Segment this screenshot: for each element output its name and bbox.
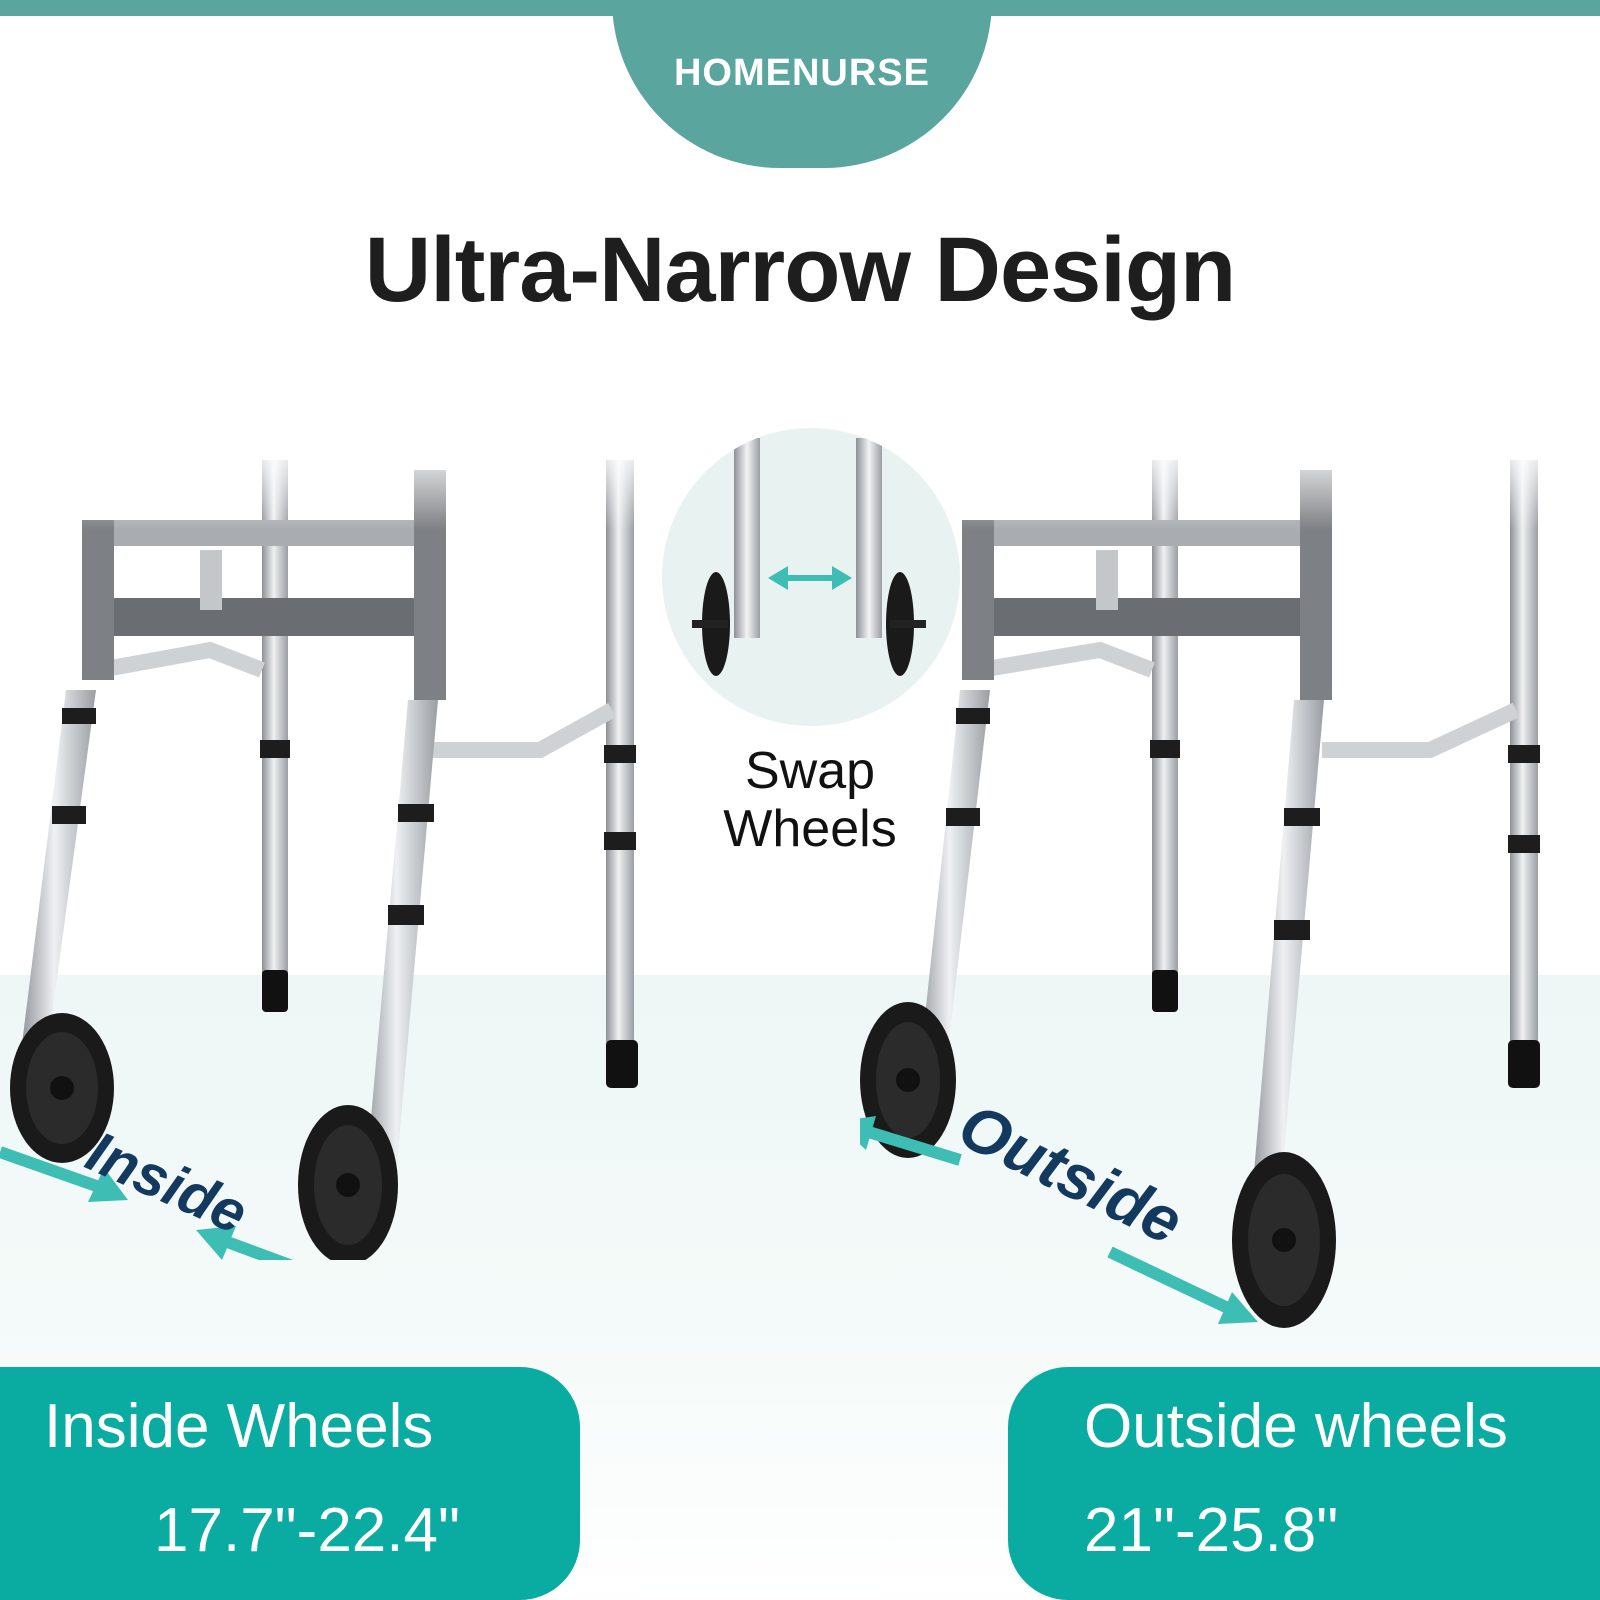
inside-wheels-spec-card: Inside Wheels 17.7"-22.4"	[0, 1367, 580, 1600]
outside-wheels-title: Outside wheels	[1084, 1392, 1508, 1461]
direction-arrow-icon	[0, 1146, 294, 1260]
swap-wheels-illustration	[692, 438, 926, 676]
inside-wheels-width-range: 17.7"-22.4"	[154, 1496, 461, 1565]
swap-wheels-inset	[662, 428, 960, 726]
walker-inside-wheels-image	[0, 440, 660, 1260]
walker-outside-wheels-image	[860, 440, 1580, 1328]
outside-wheels-width-range: 21"-25.8"	[1084, 1496, 1339, 1565]
page-title: Ultra-Narrow Design	[364, 219, 1237, 321]
swap-label-line1: Swap	[744, 742, 876, 800]
inside-wheels-title: Inside Wheels	[44, 1392, 434, 1461]
direction-arrow-icon	[860, 1116, 1258, 1324]
double-headed-arrow-icon	[768, 566, 852, 590]
brand-logo: HOMENURSE	[673, 52, 931, 94]
swap-wheels-label: Swap Wheels	[660, 742, 960, 858]
swap-label-line2: Wheels	[723, 800, 897, 858]
outside-wheels-spec-card: Outside wheels 21"-25.8"	[1008, 1367, 1600, 1600]
